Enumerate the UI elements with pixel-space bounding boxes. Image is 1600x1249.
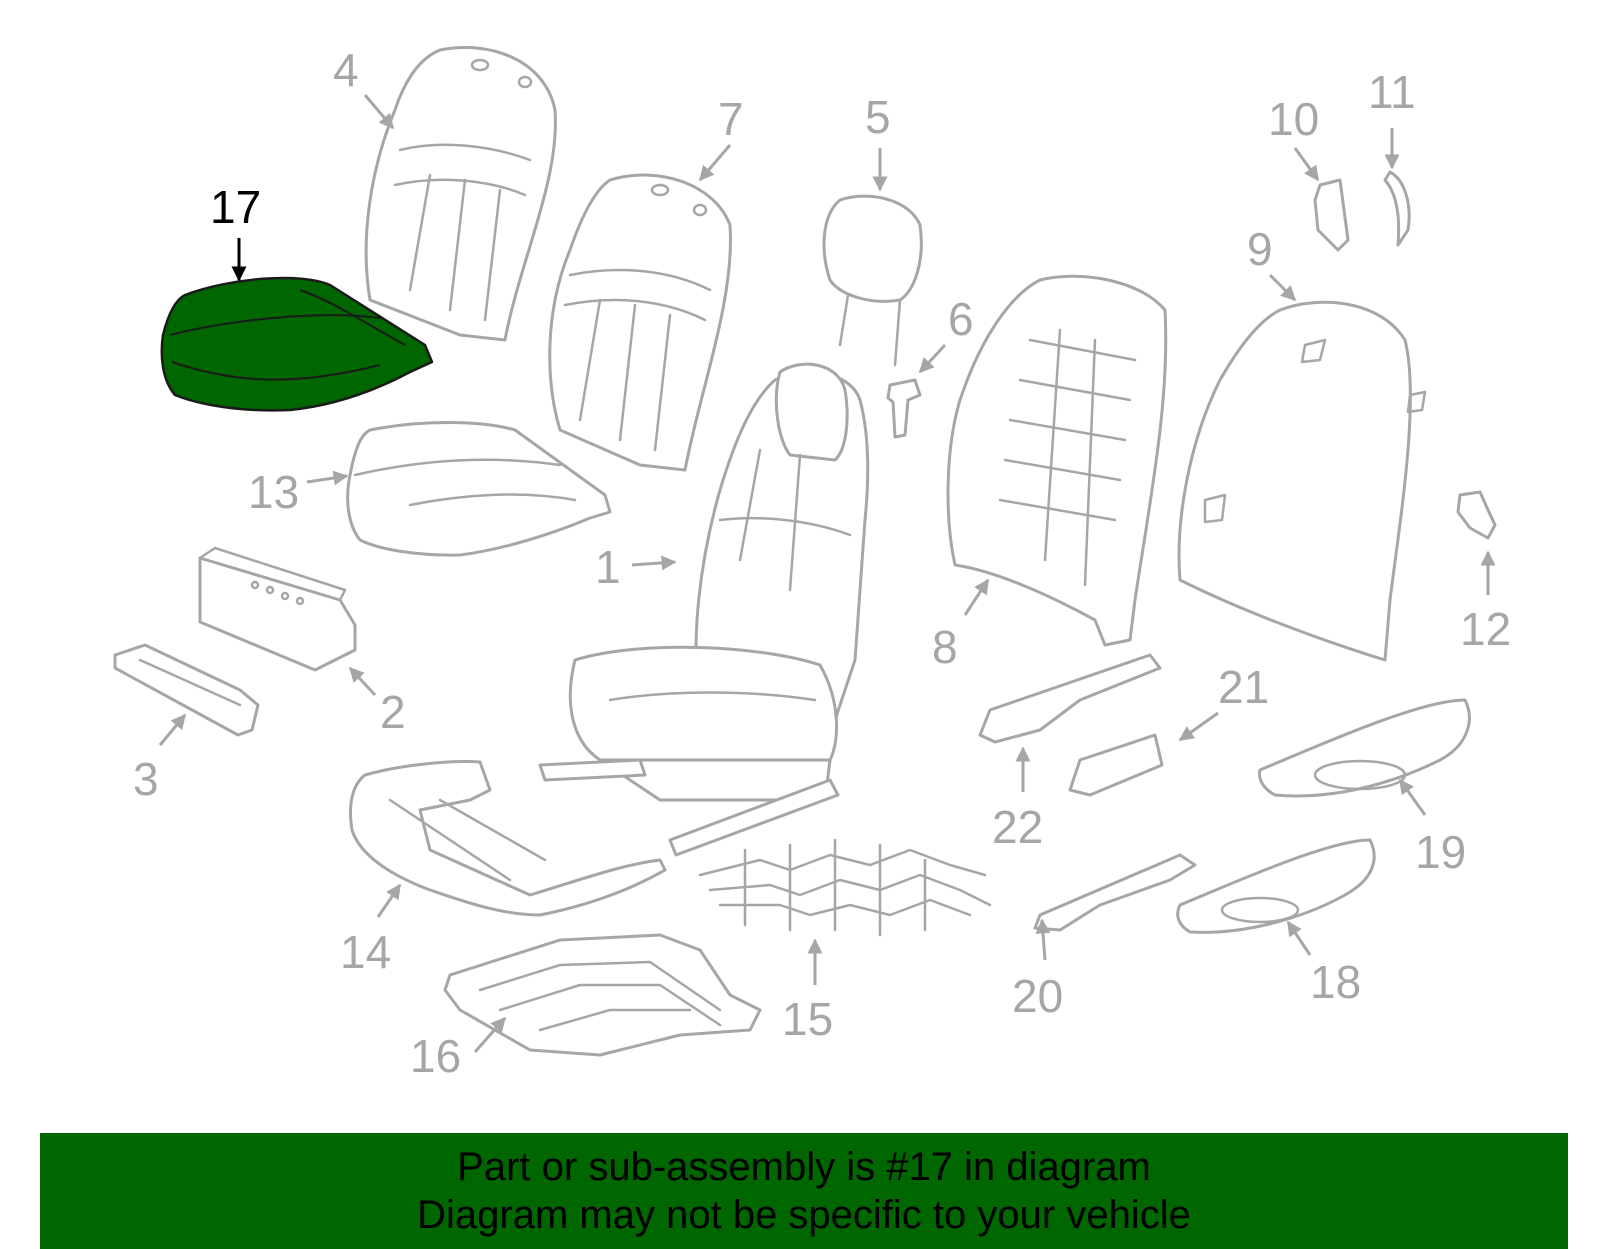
callout-17: 17 bbox=[210, 181, 261, 233]
callout-leaders bbox=[158, 94, 1496, 1053]
part-8-seatback-frame bbox=[946, 274, 1168, 647]
part-22-side-bracket bbox=[978, 653, 1162, 744]
callout-7: 7 bbox=[718, 93, 744, 145]
callout-9: 9 bbox=[1247, 223, 1273, 275]
part-21-switch-panel bbox=[1068, 733, 1164, 797]
part-14-seat-frame bbox=[349, 760, 667, 917]
callout-14: 14 bbox=[340, 926, 391, 978]
callout-20: 20 bbox=[1012, 970, 1063, 1022]
part-18-side-trim bbox=[1176, 838, 1376, 934]
part-3-rail-cover bbox=[113, 643, 260, 737]
part-1-seat-assembly bbox=[538, 362, 870, 857]
callout-3: 3 bbox=[133, 753, 159, 805]
callout-21: 21 bbox=[1218, 661, 1269, 713]
part-12-bracket bbox=[1456, 490, 1497, 540]
callout-16: 16 bbox=[410, 1030, 461, 1082]
part-19-side-trim bbox=[1258, 698, 1471, 798]
callout-2: 2 bbox=[380, 686, 406, 738]
callout-6: 6 bbox=[948, 293, 974, 345]
part-16-heating-mat bbox=[443, 933, 762, 1057]
callout-22: 22 bbox=[992, 801, 1043, 853]
part-6-headrest-guide bbox=[886, 378, 922, 439]
banner-line-2: Diagram may not be specific to your vehi… bbox=[417, 1193, 1191, 1237]
part-15-spring-grid bbox=[698, 838, 992, 937]
part-9-seatback-panel bbox=[1177, 300, 1427, 662]
part-11-trim-strip bbox=[1383, 170, 1411, 247]
info-banner: Part or sub-assembly is #17 in diagram D… bbox=[40, 1133, 1568, 1249]
callout-5: 5 bbox=[865, 91, 891, 143]
callout-12: 12 bbox=[1460, 603, 1511, 655]
part-5-headrest bbox=[822, 194, 923, 367]
banner-line-1: Part or sub-assembly is #17 in diagram bbox=[457, 1145, 1151, 1189]
part-20-mechanism bbox=[1033, 853, 1197, 932]
callout-15: 15 bbox=[782, 993, 833, 1045]
callout-4: 4 bbox=[333, 44, 359, 96]
callout-18: 18 bbox=[1310, 956, 1361, 1008]
callout-1: 1 bbox=[595, 541, 621, 593]
callout-10: 10 bbox=[1268, 93, 1319, 145]
part-13-seat-cushion-cover bbox=[346, 421, 612, 557]
part-4-seatback-cover bbox=[364, 46, 557, 342]
callout-13: 13 bbox=[248, 466, 299, 518]
part-2-trim-panel bbox=[198, 546, 357, 672]
part-7-seatback-trim bbox=[548, 173, 732, 472]
part-17-seat-cushion-pad bbox=[160, 276, 434, 412]
callout-11: 11 bbox=[1368, 66, 1416, 118]
callout-8: 8 bbox=[932, 621, 958, 673]
callout-19: 19 bbox=[1415, 826, 1466, 878]
part-10-trim-cap bbox=[1313, 178, 1350, 252]
callout-labels: 17 4 7 5 6 10 11 9 12 13 1 8 21 22 2 3 1… bbox=[133, 44, 1511, 1082]
